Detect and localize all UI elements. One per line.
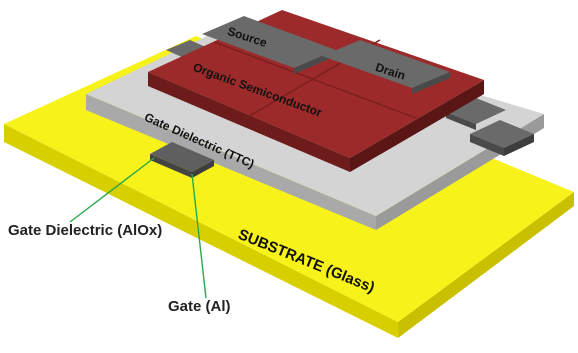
drain-pad-lower-side: [470, 134, 504, 156]
gate-strip: [150, 142, 214, 172]
gate-pad-side-r: [192, 160, 214, 178]
semiconductor-top: [148, 10, 484, 158]
substrate-side-right: [398, 192, 574, 338]
leader-line-alox: [69, 157, 155, 223]
drain-electrode-side: [412, 72, 450, 94]
gate-pad-side: [150, 154, 192, 178]
source-electrode: [202, 16, 336, 68]
gate-al-label: Gate (Al): [168, 298, 231, 315]
substrate-side-left: [4, 124, 398, 338]
source-pad-left: [166, 40, 208, 58]
drain-electrode: [322, 40, 450, 88]
semiconductor-side-right: [350, 80, 484, 172]
leader-line-gate: [191, 173, 207, 299]
drain-pad-lower-side-r: [504, 134, 534, 156]
drain-pad-upper-side: [446, 112, 476, 130]
drain-pad-lower: [470, 120, 534, 148]
semiconductor-seam-a: [213, 41, 417, 119]
dielectric-side-left: [86, 94, 376, 230]
semiconductor-side-left: [148, 72, 350, 172]
gate-dielectric-alox-label: Gate Dielectric (AlOx): [8, 222, 163, 239]
drain-pad-upper: [446, 98, 506, 124]
